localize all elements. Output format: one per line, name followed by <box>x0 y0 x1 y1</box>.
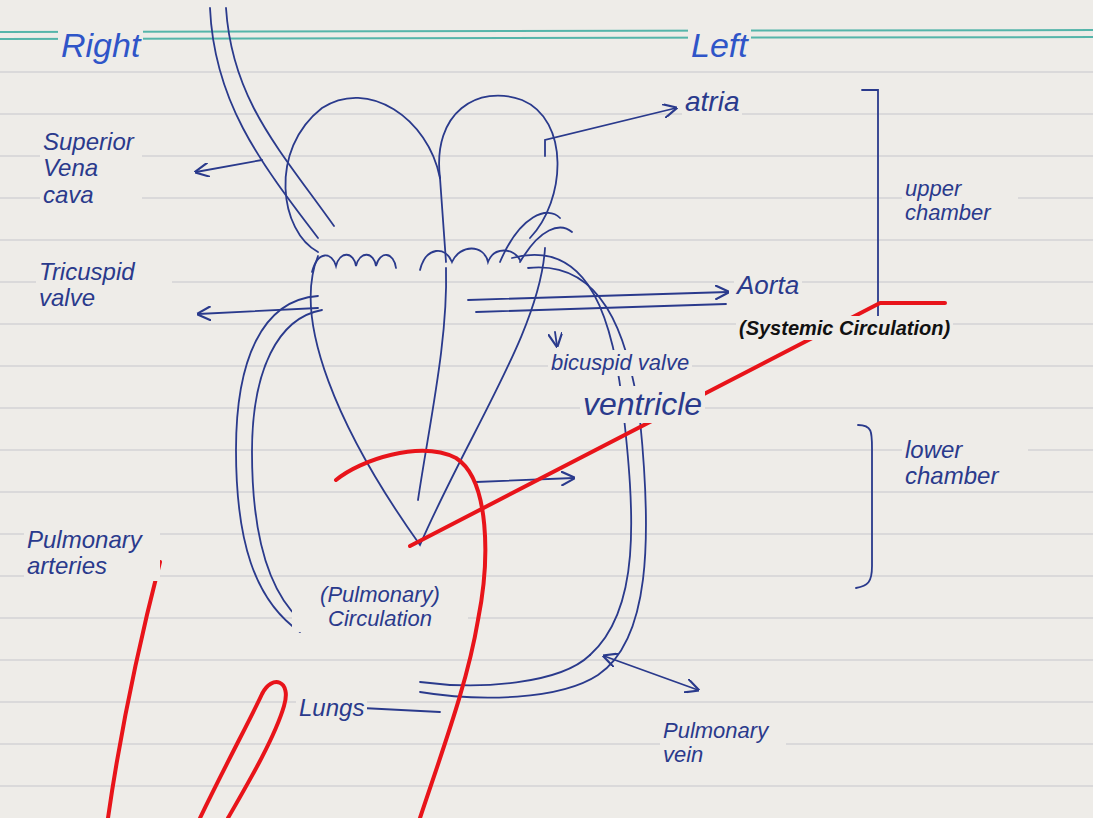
heart-label: Aorta <box>734 270 802 301</box>
rule-line <box>0 575 1093 576</box>
rule-line <box>0 659 1093 660</box>
heart-drawing <box>196 8 878 712</box>
leader-arrow <box>545 108 676 156</box>
leader-arrow <box>198 308 318 314</box>
leader-arrow <box>555 332 557 346</box>
pulmonary-vessel <box>420 655 590 685</box>
right-atrium <box>285 98 440 252</box>
heart-label: Lungs <box>296 694 367 722</box>
heart-label: (Pulmonary) Circulation <box>292 582 468 632</box>
rule-line <box>0 71 1093 72</box>
rule-line <box>0 617 1093 618</box>
leader-arrow <box>476 478 574 482</box>
heart-label: Superior Vena cava <box>40 128 142 209</box>
red-stroke <box>200 682 286 818</box>
bracket <box>856 425 872 588</box>
septum <box>440 178 446 262</box>
rule-line <box>0 533 1093 534</box>
leader-arrow <box>604 656 698 690</box>
heart-label: Left <box>688 26 751 65</box>
heart-label: (Systemic Circulation) <box>736 316 953 340</box>
rule-line <box>0 155 1093 156</box>
ruled-lines <box>0 72 1093 786</box>
rule-line <box>0 407 1093 408</box>
heart-label: upper chamber <box>902 176 1018 226</box>
pulmonary-artery <box>252 310 322 620</box>
rule-line <box>0 365 1093 366</box>
rule-line <box>0 743 1093 744</box>
heart-label: Tricuspid valve <box>36 258 172 313</box>
red-stroke <box>336 451 485 818</box>
bracket <box>862 90 878 330</box>
rule-line <box>0 785 1093 786</box>
tricuspid-valve <box>312 255 396 272</box>
heart-label: Pulmonary arteries <box>24 526 160 581</box>
heart-label: ventricle <box>580 386 705 423</box>
aorta <box>520 228 572 262</box>
vena-cava <box>226 8 334 226</box>
margin-line <box>0 37 1093 39</box>
heart-label: bicuspid valve <box>548 350 692 376</box>
heart-label: Pulmonary vein <box>660 718 786 768</box>
margin-line <box>0 30 1093 32</box>
leader-line <box>362 708 440 712</box>
heart-label: Right <box>58 26 143 65</box>
rule-line <box>0 113 1093 114</box>
vena-cava <box>210 8 318 238</box>
red-scribble <box>108 303 945 818</box>
ventricle-septum <box>418 268 446 500</box>
ventricle-wall <box>311 248 545 545</box>
rule-line <box>0 491 1093 492</box>
rule-line <box>0 701 1093 702</box>
heart-label: atria <box>682 86 742 119</box>
left-atrium <box>439 96 557 238</box>
leader-arrow <box>196 160 262 172</box>
red-stroke <box>108 562 160 818</box>
pulmonary-vessel <box>512 255 631 655</box>
rule-line <box>0 239 1093 240</box>
heart-label: lower chamber <box>902 436 1028 491</box>
